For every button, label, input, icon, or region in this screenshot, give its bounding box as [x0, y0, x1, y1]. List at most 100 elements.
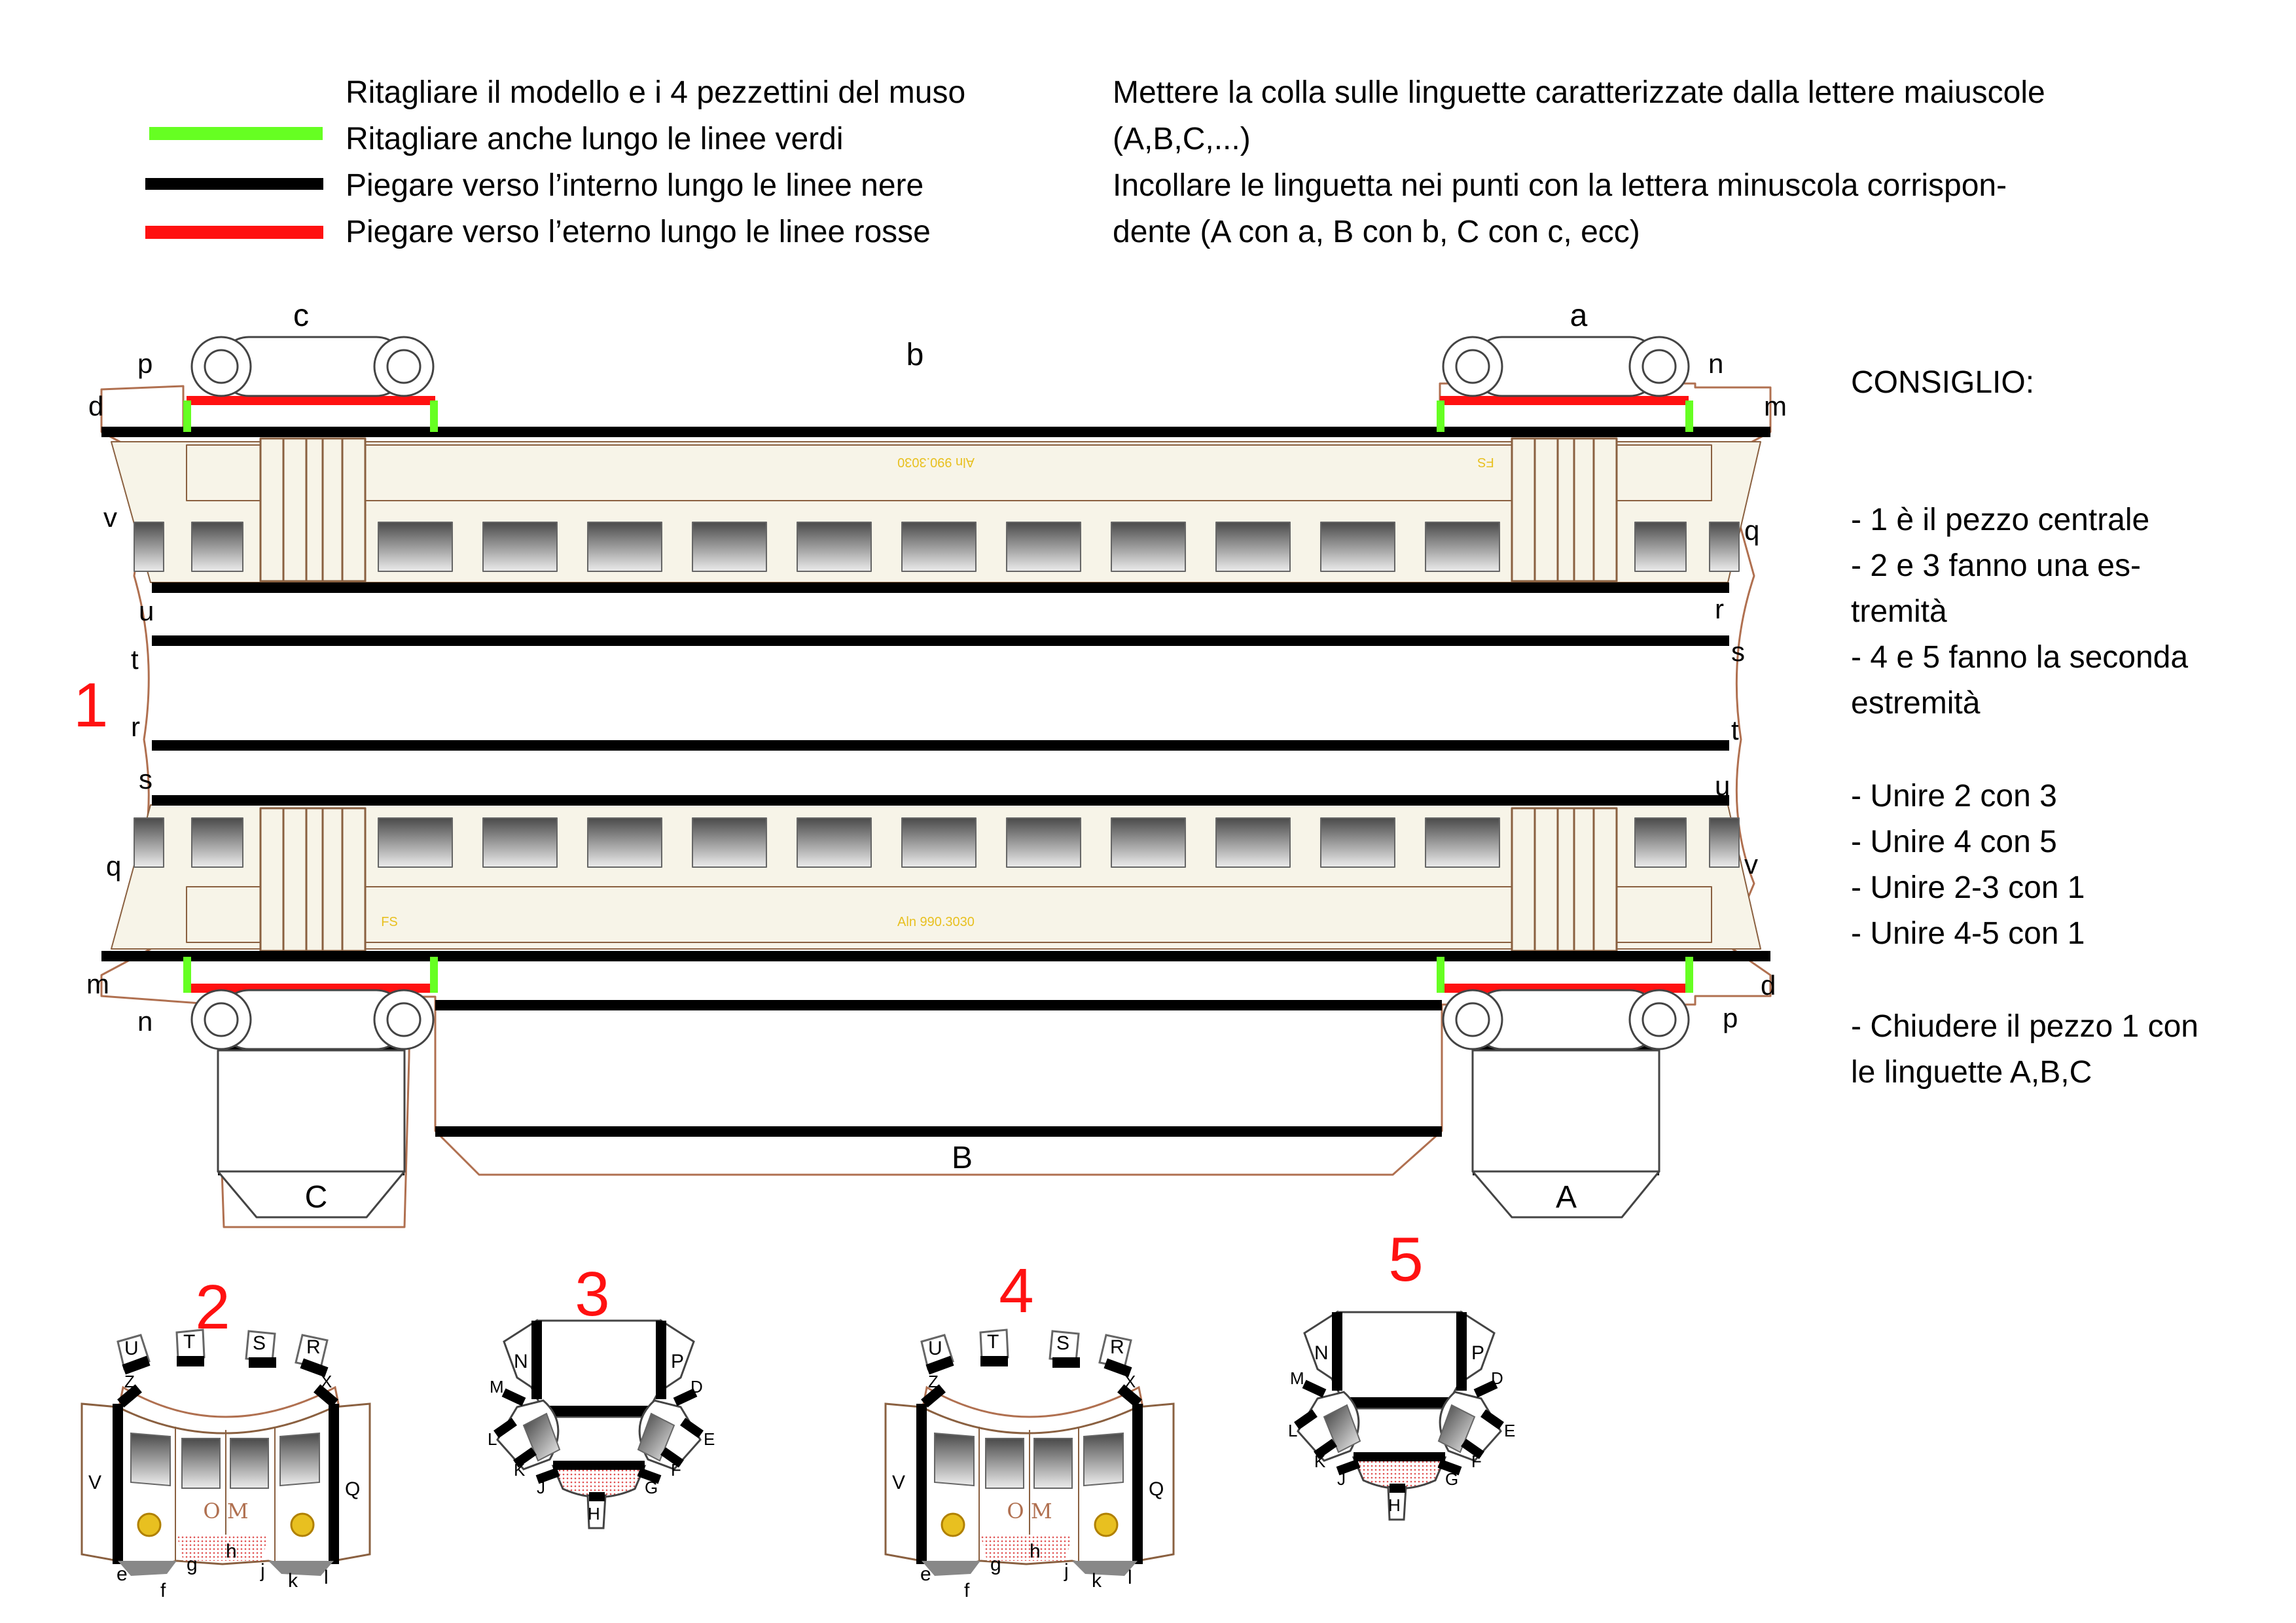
moulding-bottom [186, 886, 1712, 943]
tab-label-g: g [187, 1554, 198, 1575]
label-v: v [103, 502, 117, 533]
tab-label-f: f [964, 1580, 970, 1601]
roof-tabs [920, 1329, 1132, 1370]
advice-line: - 1 è il pezzo centrale [1851, 503, 2149, 537]
lower-skirt-right [1072, 1561, 1138, 1576]
nose-top-face [1331, 1311, 1463, 1410]
black-fold-lines [101, 427, 1770, 1175]
tab-label-h: h [226, 1541, 237, 1562]
roof-fold-marks [921, 1355, 1142, 1408]
moulding-top [186, 444, 1712, 501]
tab-label-g: g [990, 1554, 1001, 1575]
label-n: n [1708, 348, 1723, 379]
legend: Ritagliare il modello e i 4 pezzettini d… [145, 75, 2045, 249]
wing-left-window [522, 1412, 561, 1462]
headlight-right [1094, 1512, 1119, 1537]
advice-line: estremità [1851, 686, 1981, 721]
bogie-tabs-top [190, 336, 1690, 397]
label-s: s [139, 764, 152, 794]
fold-P [656, 1321, 666, 1399]
label-d: d [88, 391, 103, 421]
tab-label-J: J [537, 1478, 545, 1497]
headlight-left [941, 1512, 965, 1537]
tab-label-j: j [1064, 1560, 1069, 1582]
legend-glue-1: Mettere la colla sulle linguette caratte… [1113, 75, 2045, 110]
tab-label-P: P [671, 1351, 684, 1372]
label-u: u [139, 596, 154, 626]
tab-label-H: H [1388, 1495, 1401, 1515]
label-m: m [86, 969, 109, 999]
tab-label-j: j [260, 1560, 265, 1582]
legend-fold-black: Piegare verso l’interno lungo le linee n… [346, 168, 924, 203]
label-u: u [1715, 770, 1730, 801]
wing-right-window [637, 1412, 675, 1462]
fold-P [1456, 1312, 1467, 1391]
fold-lower [553, 1461, 645, 1470]
om-logo: O M [203, 1499, 248, 1524]
buffer-area [980, 1535, 1072, 1561]
wing-left-window [1323, 1404, 1361, 1454]
label-q: q [1744, 515, 1759, 546]
fold-upper [1350, 1397, 1448, 1408]
fold-lower [1354, 1452, 1445, 1461]
legend-join-2: dente (A con a, B con b, C con c, ecc) [1113, 215, 1640, 249]
label-q: q [106, 851, 121, 882]
tab-label-H: H [588, 1504, 600, 1524]
legend-glue-2: (A,B,C,...) [1113, 122, 1251, 156]
roof-fold-marks [117, 1355, 338, 1408]
lower-skirt-left [922, 1561, 980, 1576]
advice-line: - Unire 2-3 con 1 [1851, 870, 2085, 905]
tab-label-T: T [183, 1331, 195, 1353]
advice-line: - Unire 4-5 con 1 [1851, 916, 2085, 951]
fleet-number-bottom: Aln 990.3030 [897, 915, 975, 929]
label-B: B [952, 1141, 973, 1175]
tab-label-K: K [514, 1460, 526, 1480]
tab-label-R: R [306, 1336, 321, 1358]
tab-label-M: M [490, 1377, 504, 1397]
advice-line: - Unire 4 con 5 [1851, 825, 2057, 859]
tab-label-e: e [117, 1563, 128, 1585]
nose-fold-marks [1294, 1380, 1504, 1493]
tab-label-J: J [1337, 1469, 1346, 1489]
legend-fold-red: Piegare verso l’eterno lungo le linee ro… [346, 215, 931, 249]
piece-5-nose: 5 N P M D L E K [1288, 1224, 1515, 1521]
label-b: b [906, 338, 924, 372]
label-n: n [137, 1006, 152, 1037]
advice-line: - Chiudere il pezzo 1 con [1851, 1009, 2198, 1044]
headlight-left [137, 1512, 162, 1537]
label-d: d [1761, 970, 1776, 1001]
tab-label-k: k [1092, 1570, 1102, 1592]
tab-label-Q: Q [345, 1478, 360, 1500]
tab-label-N: N [1314, 1342, 1329, 1364]
tab-label-Q: Q [1149, 1478, 1164, 1500]
piece-number-1: 1 [73, 670, 108, 740]
green-cut-lines [183, 401, 1693, 993]
tab-label-L: L [1288, 1421, 1297, 1440]
fold-upper [550, 1406, 648, 1416]
fold-line-left [916, 1404, 927, 1564]
piece-4-front: 4 O M [884, 1256, 1175, 1601]
tab-label-G: G [645, 1478, 658, 1497]
legend-cut-green: Ritagliare anche lungo le linee verdi [346, 122, 843, 156]
headlight-right [290, 1512, 315, 1537]
tab-label-V: V [892, 1472, 905, 1493]
tab-label-F: F [671, 1460, 681, 1480]
label-p: p [1723, 1003, 1738, 1033]
fs-logo-bottom: FS [381, 915, 398, 929]
tab-label-P: P [1471, 1342, 1484, 1364]
tab-label-L: L [488, 1429, 497, 1449]
tab-label-X: X [1124, 1372, 1136, 1391]
label-v: v [1744, 849, 1758, 880]
tab-label-l: l [324, 1567, 329, 1588]
windows-top [134, 522, 1740, 572]
fold-N [531, 1321, 542, 1399]
label-t: t [1731, 715, 1739, 745]
advice-line: le linguette A,B,C [1851, 1055, 2092, 1090]
tab-label-h: h [1030, 1541, 1041, 1562]
tab-a-body [1471, 1049, 1660, 1173]
piece-number-4: 4 [999, 1256, 1033, 1326]
advice-line: - Unire 2 con 3 [1851, 779, 2057, 813]
tab-label-D: D [1491, 1368, 1503, 1388]
label-A: A [1556, 1180, 1577, 1215]
